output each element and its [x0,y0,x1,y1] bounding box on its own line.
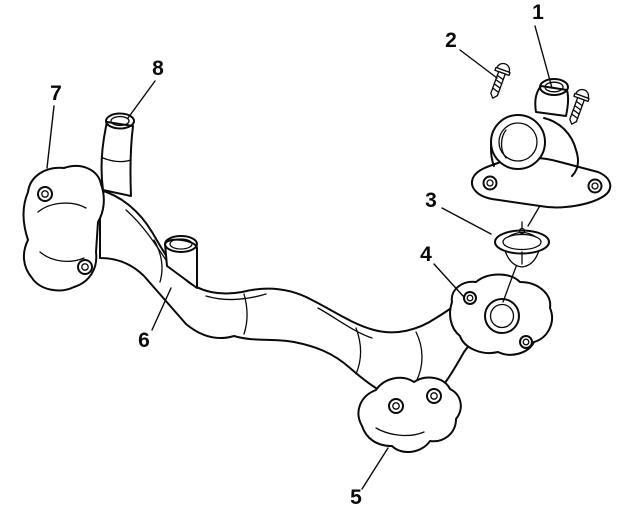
thermostat-housing [471,78,612,209]
leader-line-4 [433,263,464,297]
callout-2-housing-bolt: 2 [445,29,457,52]
leader-line-5 [361,447,389,490]
callout-3-thermostat: 3 [425,189,437,212]
callout-leader-lines [46,25,553,490]
pipe-stub-mid [164,235,198,289]
leader-line-3 [441,207,492,235]
left-flange [22,165,105,292]
housing-bolt [569,88,590,125]
callout-4-pipe-flange: 4 [420,243,432,266]
leader-line-1 [534,25,553,89]
callout-6-pipe-stub-mid: 6 [138,329,150,352]
crossover-pipe [99,189,479,405]
thermostat [494,221,550,268]
housing-bolt [490,62,511,99]
callout-5-lower-bracket: 5 [350,486,362,509]
pipe-stub-left [100,112,135,197]
pipe-flange [449,273,553,356]
callout-1-thermostat-housing: 1 [532,1,544,24]
assembly-axis-line [502,203,542,303]
leader-line-7 [46,105,55,169]
leader-line-2 [459,49,498,79]
callout-7-left-flange: 7 [50,82,62,105]
leader-line-8 [127,80,156,119]
leader-line-6 [151,287,172,331]
lower-bracket [357,376,462,453]
callout-8-pipe-stub-left: 8 [152,57,164,80]
